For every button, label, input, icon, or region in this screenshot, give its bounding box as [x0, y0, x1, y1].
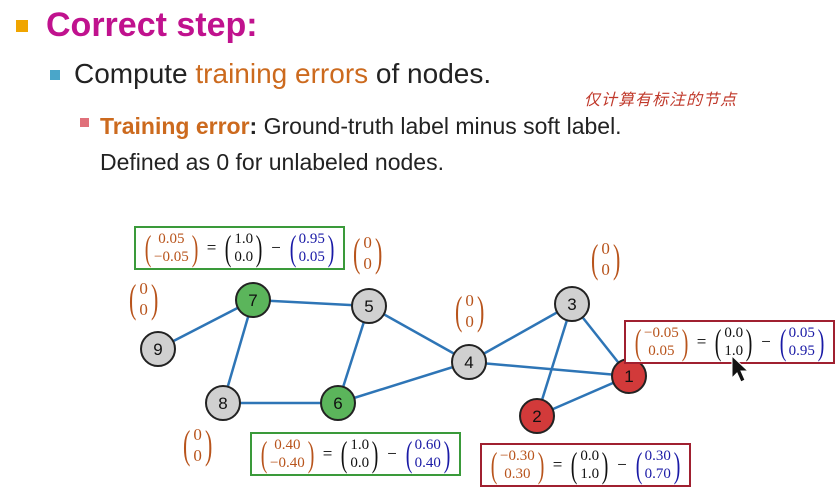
node-label: 8 [218, 394, 227, 413]
node-label: 3 [567, 295, 576, 314]
node-label: 7 [248, 291, 257, 310]
slide-heading: Correct step: [46, 6, 258, 44]
node-circle [235, 282, 271, 318]
training-error-definition: Training error: Ground-truth label minus… [100, 113, 622, 175]
edge-6-4 [337, 360, 470, 405]
node-circle [140, 331, 176, 367]
node-9: 9 [140, 331, 176, 367]
bullet-compute-errors: Compute training errors of nodes. [74, 58, 492, 89]
bullet-level2 [50, 70, 60, 80]
node-3: 3 [554, 286, 590, 322]
node-label: 4 [464, 353, 473, 372]
node-circle [351, 288, 387, 324]
node-label: 9 [153, 340, 162, 359]
node-label: 5 [364, 297, 373, 316]
node-circle [554, 286, 590, 322]
handwritten-annotation: 仅计算有标注的节点 [584, 90, 738, 109]
node-circle [519, 398, 555, 434]
node-1: 1 [611, 358, 647, 394]
node-circle [320, 385, 356, 421]
node-6: 6 [320, 385, 356, 421]
edge-5-4 [368, 304, 470, 364]
node-2: 2 [519, 398, 555, 434]
edge-7-5 [252, 298, 370, 308]
node-label: 1 [624, 367, 633, 386]
edge-4-3 [468, 302, 573, 364]
edge-4-1 [468, 360, 630, 378]
bullet-level3 [80, 118, 89, 127]
node-label: 2 [532, 407, 541, 426]
node-label: 6 [333, 394, 342, 413]
node-circle [205, 385, 241, 421]
edge-3-2 [535, 303, 574, 417]
node-8: 8 [205, 385, 241, 421]
node-circle [451, 344, 487, 380]
bullet-level1 [16, 20, 28, 32]
node-4: 4 [451, 344, 487, 380]
node-5: 5 [351, 288, 387, 324]
node-7: 7 [235, 282, 271, 318]
